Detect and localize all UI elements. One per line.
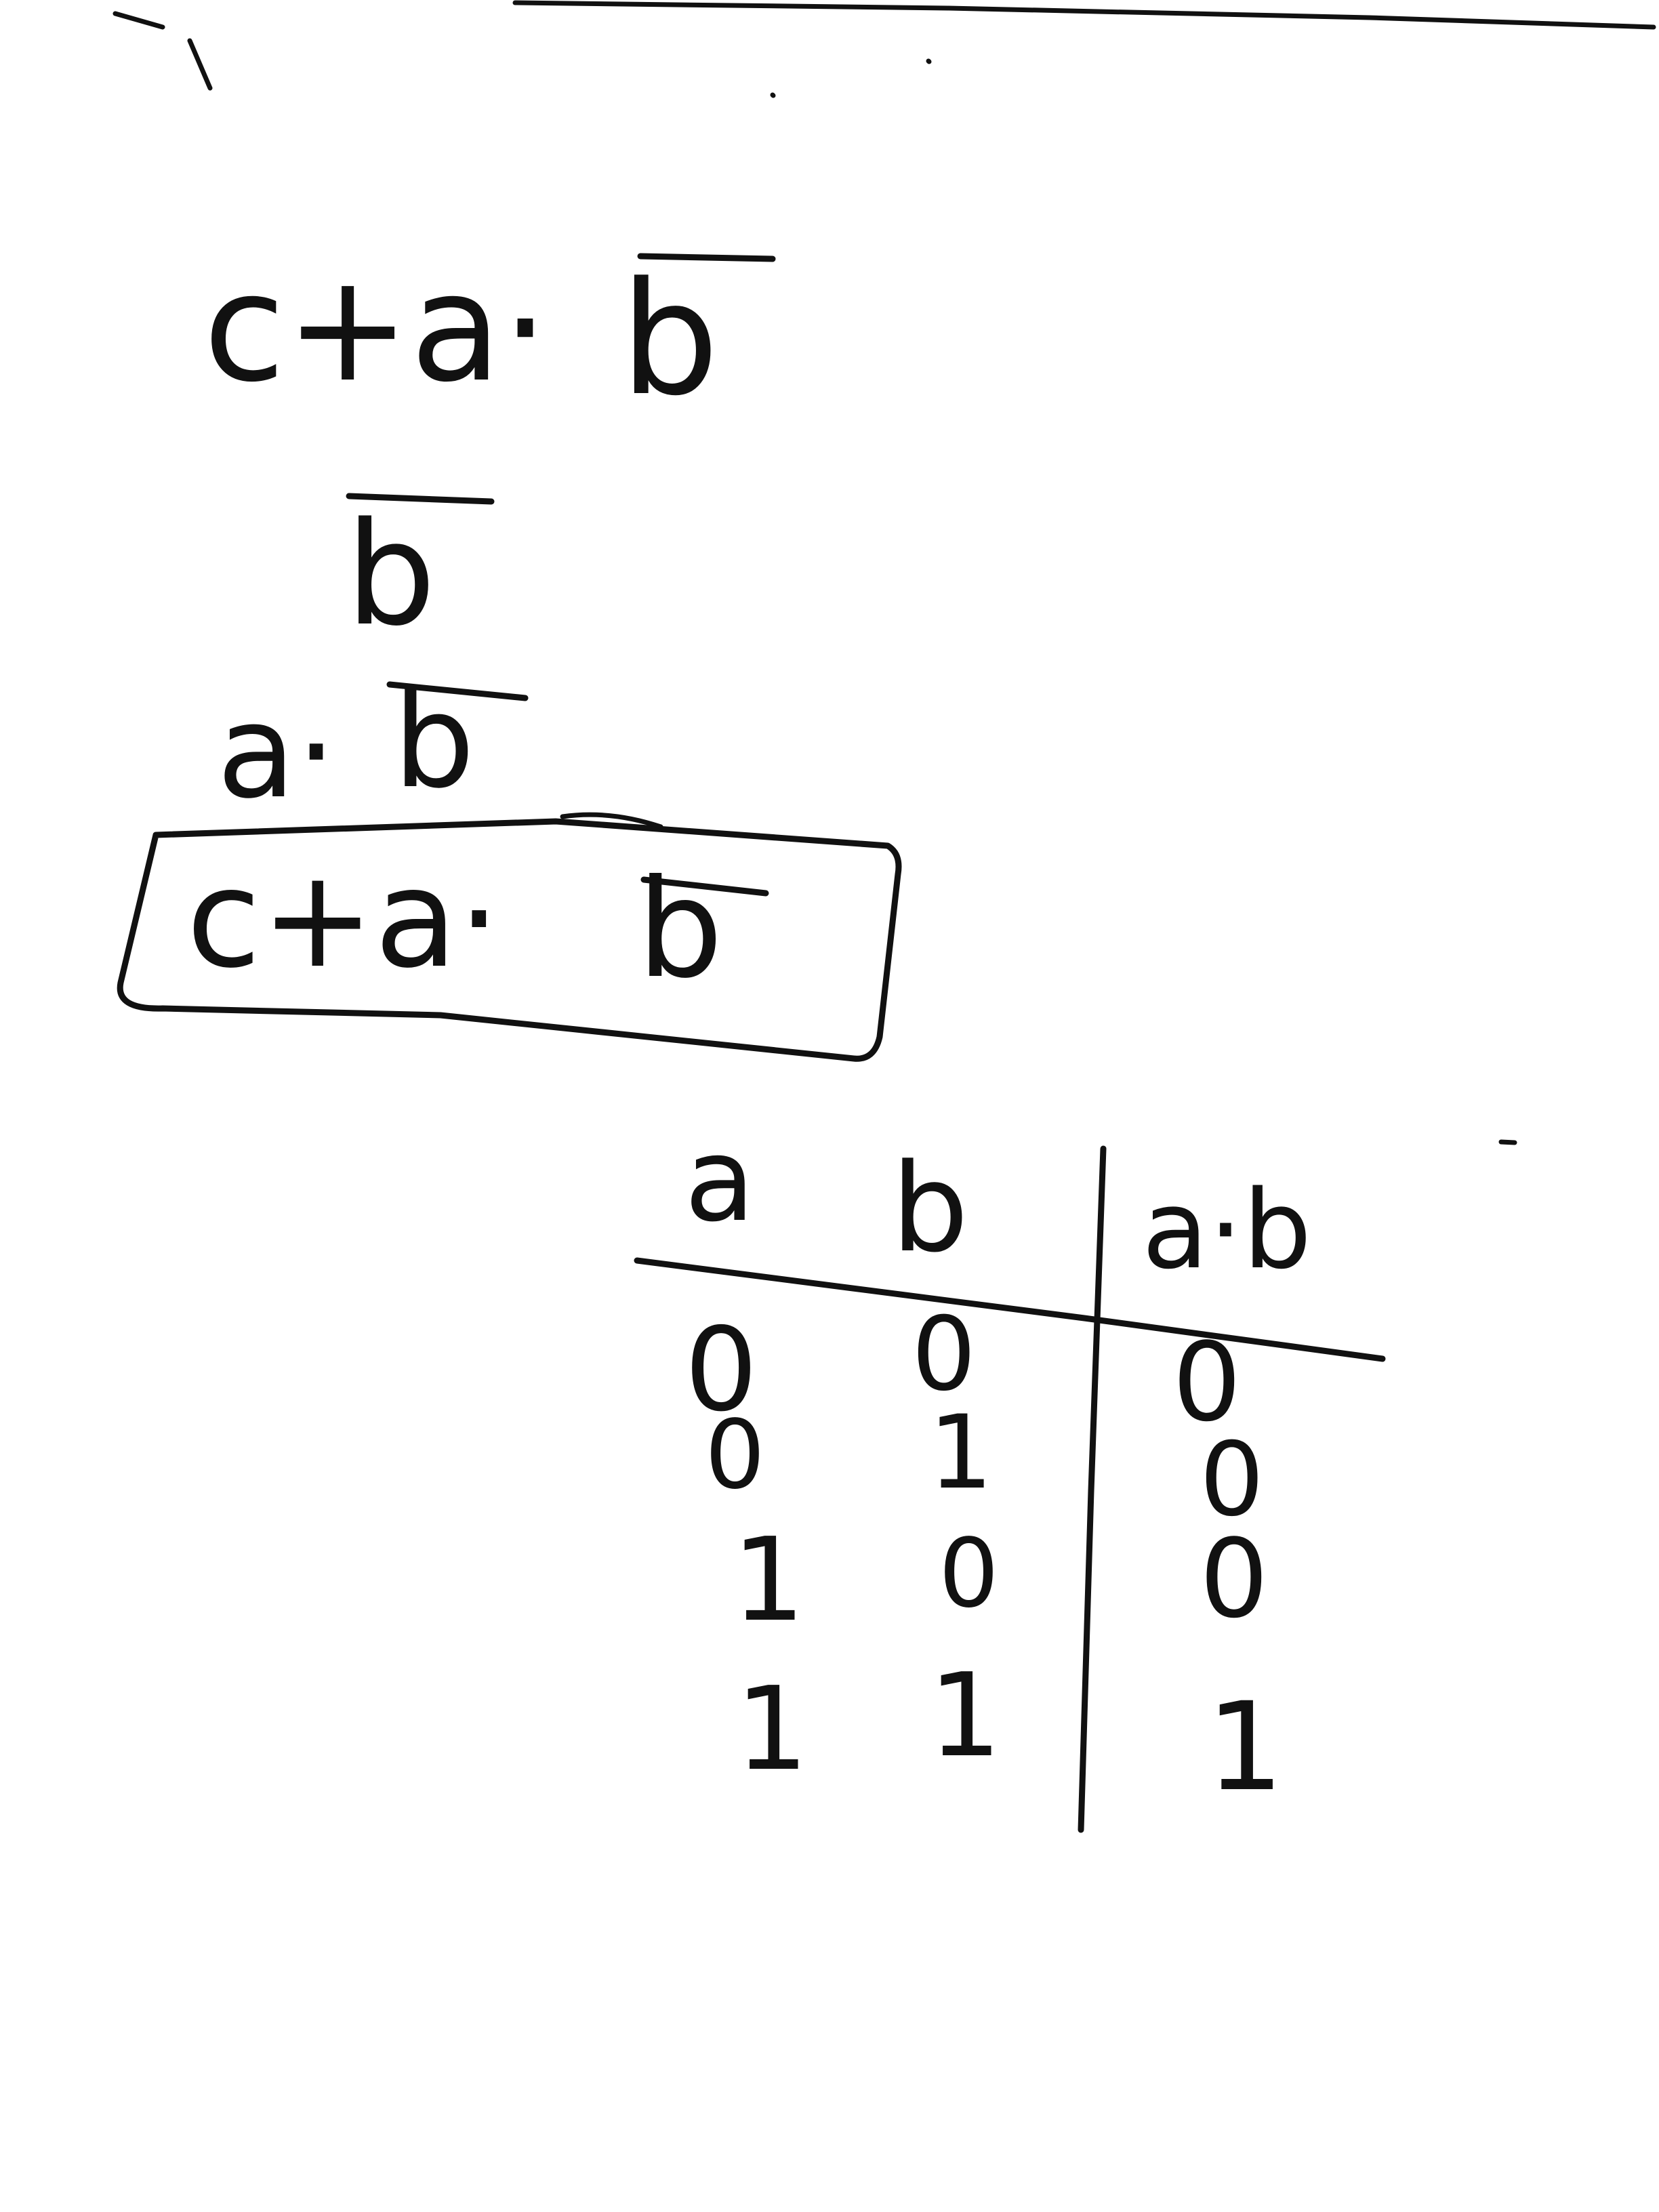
truth-table-r2-b: 1 <box>928 1394 993 1512</box>
expression-3: a· b <box>217 667 529 827</box>
truth-table-r3-a: 1 <box>732 1513 805 1647</box>
truth-table-header-ab: a·b <box>1142 1166 1311 1293</box>
truth-table-r4-ab: 1 <box>1206 1677 1284 1818</box>
truth-table-r3-ab: 0 <box>1200 1515 1269 1642</box>
expression-2-overlined: b <box>346 491 436 657</box>
stray-mark-right <box>1498 1139 1517 1145</box>
truth-table-r2-a: 0 <box>705 1400 765 1511</box>
truth-table-header-b: b <box>891 1138 968 1279</box>
truth-table: a b a·b 0 0 0 0 1 0 1 0 0 1 1 1 <box>634 1113 1386 1833</box>
truth-table-r4-b: 1 <box>928 1649 1002 1783</box>
truth-table-r1-a: 0 <box>684 1303 758 1437</box>
truth-table-r2-ab: 0 <box>1200 1421 1264 1539</box>
expression-4-overlined: b <box>637 851 723 1008</box>
truth-table-r4-a: 1 <box>735 1662 808 1797</box>
answer-box <box>117 818 902 1062</box>
expression-1-overline <box>637 253 776 262</box>
truth-table-header-rule <box>634 1257 1386 1362</box>
paper-corner-mark <box>112 11 213 91</box>
truth-table-divider <box>1078 1145 1107 1833</box>
paper-top-edge <box>512 0 1656 30</box>
truth-table-r3-b: 0 <box>939 1519 999 1629</box>
expression-2-overline <box>346 493 495 505</box>
expression-4-boxed: c+a· b <box>117 812 902 1062</box>
expression-4-overline <box>640 876 769 897</box>
stray-mark-dot <box>770 58 932 98</box>
expression-1-overlined: b <box>620 249 719 430</box>
expression-3-overline <box>386 681 529 701</box>
expression-4-base: c+a· <box>186 840 501 998</box>
expression-2: b <box>346 491 495 657</box>
truth-table-header-a: a <box>684 1113 755 1248</box>
expression-3-base: a· <box>217 677 337 827</box>
expression-1: c+a· b <box>203 241 776 430</box>
truth-table-r1-b: 0 <box>912 1296 976 1414</box>
truth-table-r1-ab: 0 <box>1172 1319 1242 1446</box>
expression-4-top-scribble <box>560 812 663 830</box>
expression-1-base: c+a· <box>203 241 549 415</box>
